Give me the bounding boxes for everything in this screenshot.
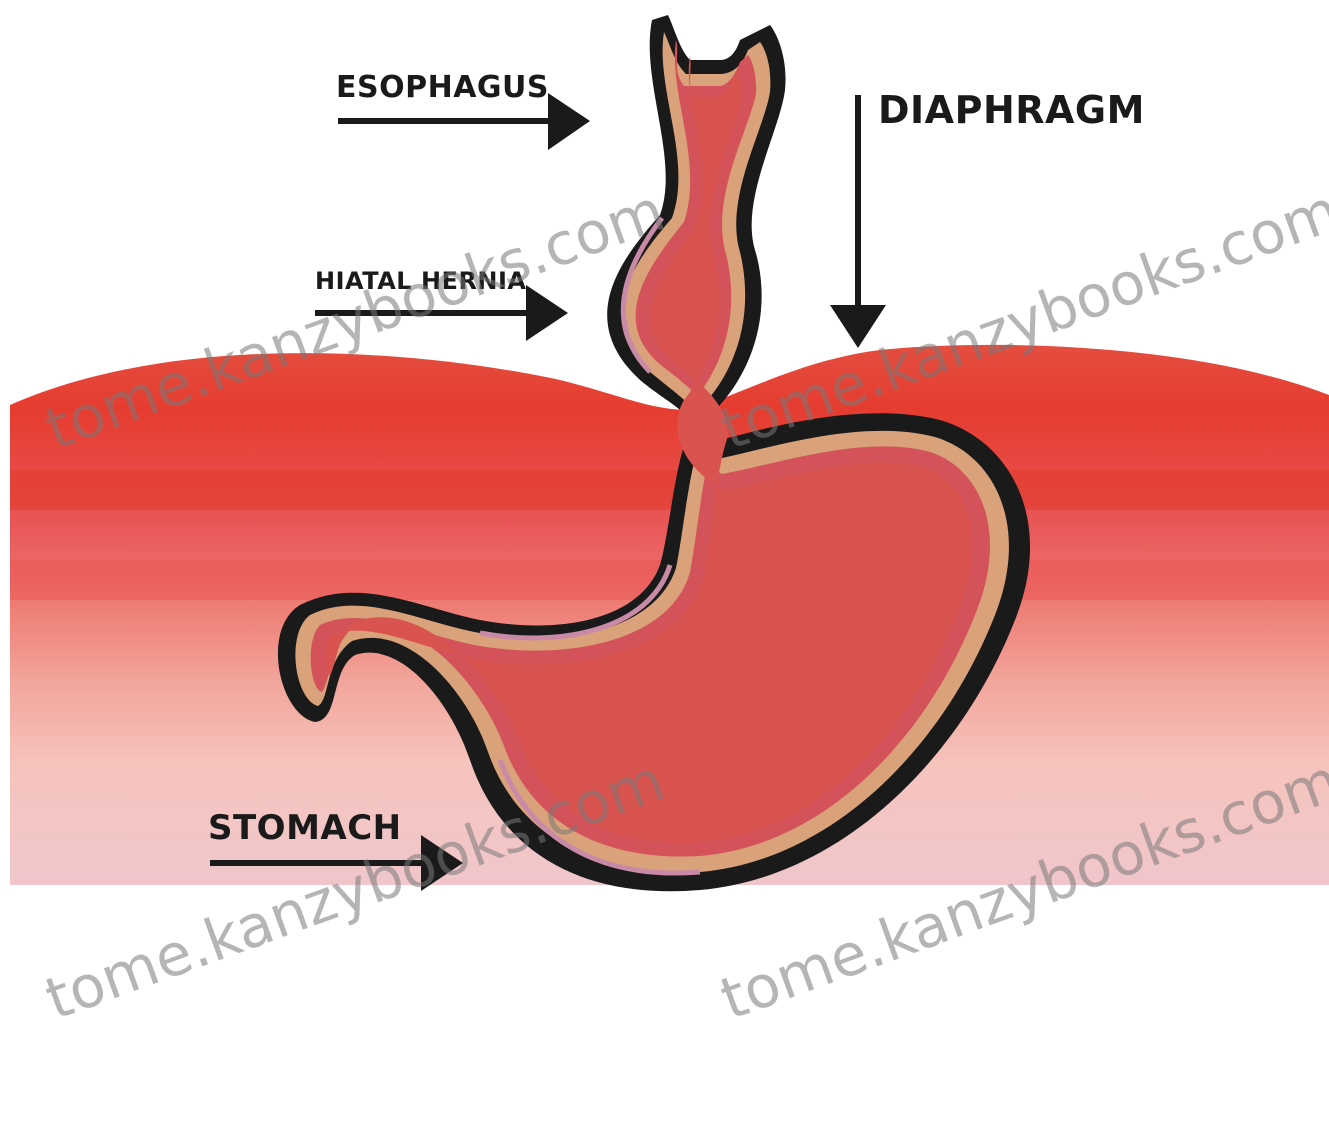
diaphragm-stripe: [10, 470, 1329, 510]
stomach-label: STOMACH: [208, 808, 402, 848]
diaphragm-label: DIAPHRAGM: [878, 88, 1145, 132]
diaphragm-arrow: [830, 95, 886, 348]
esophagus-label: ESOPHAGUS: [336, 70, 549, 105]
